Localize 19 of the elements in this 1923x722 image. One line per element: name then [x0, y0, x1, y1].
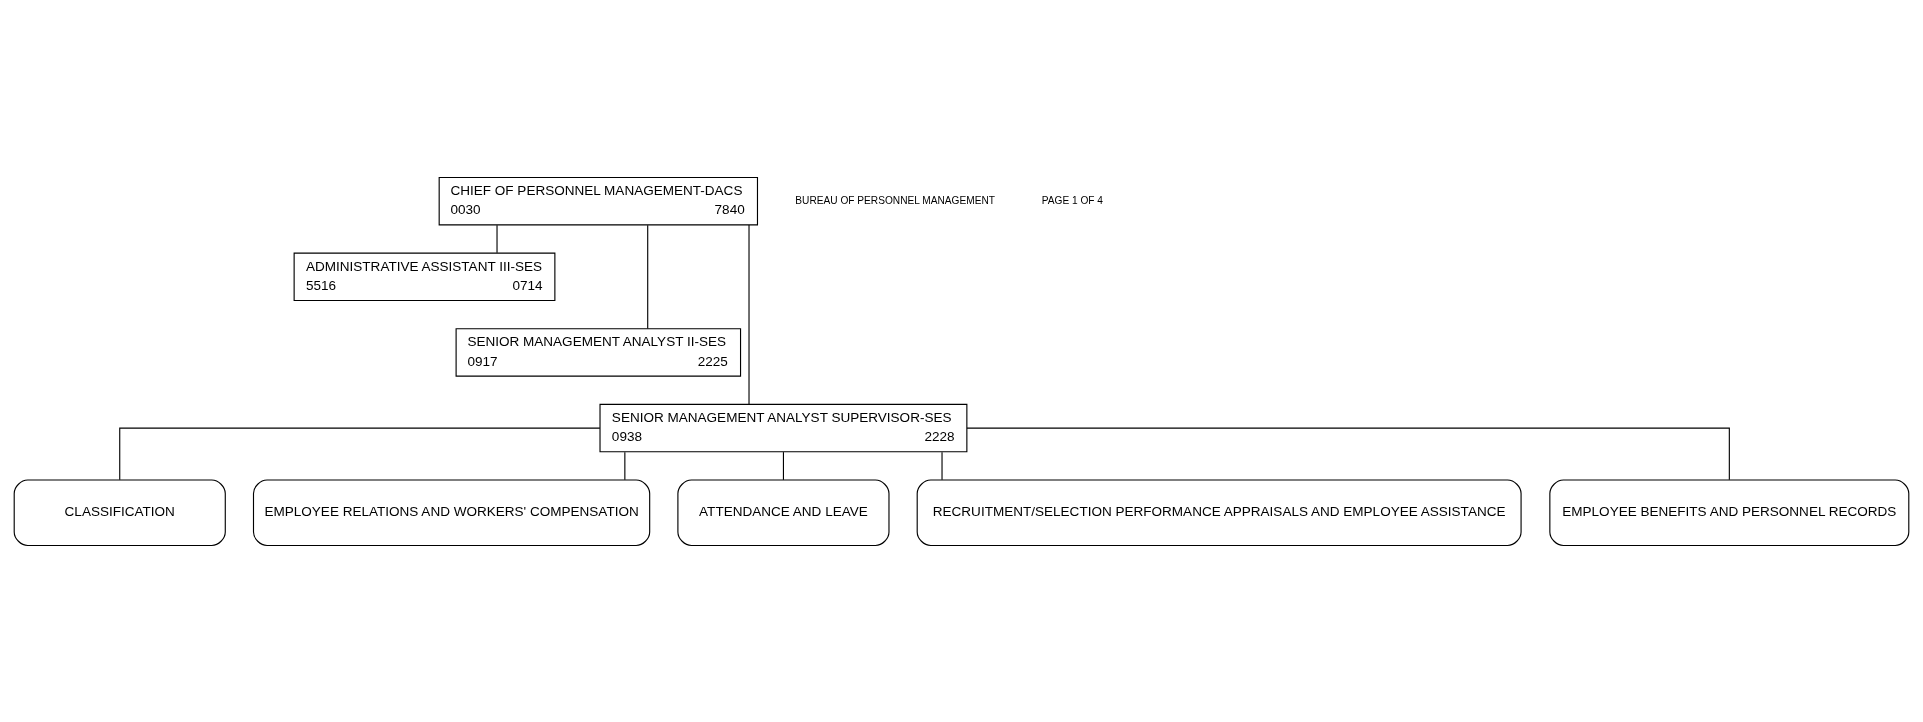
connector [624, 451, 626, 480]
connector [966, 427, 1730, 480]
connector [748, 224, 750, 405]
node-box: RECRUITMENT/SELECTION PERFORMANCE APPRAISALS AND EMPLOYEE ASSISTANCE [916, 478, 1522, 546]
node-box: CLASSIFICATION [13, 478, 226, 546]
node-box: ATTENDANCE AND LEAVE [677, 478, 890, 546]
node-box: SENIOR MANAGEMENT ANALYST SUPERVISOR-SES 0938 2228 [599, 403, 968, 452]
connector [647, 224, 649, 329]
connector [496, 224, 498, 253]
connector [941, 451, 943, 480]
label: BUREAU OF PERSONNEL MANAGEMENT [795, 194, 996, 206]
connector [119, 427, 601, 480]
connector [782, 451, 784, 480]
node-box: EMPLOYEE BENEFITS AND PERSONNEL RECORDS [1549, 478, 1910, 546]
node-box: EMPLOYEE RELATIONS AND WORKERS' COMPENSATION [252, 478, 651, 546]
node-box: CHIEF OF PERSONNEL MANAGEMENT-DACS 0030 7840 [438, 176, 759, 225]
node-box: SENIOR MANAGEMENT ANALYST II-SES 0917 2225 [455, 327, 742, 377]
node-box: ADMINISTRATIVE ASSISTANT III-SES 5516 0714 [293, 252, 556, 301]
label: PAGE 1 OF 4 [1041, 194, 1104, 206]
